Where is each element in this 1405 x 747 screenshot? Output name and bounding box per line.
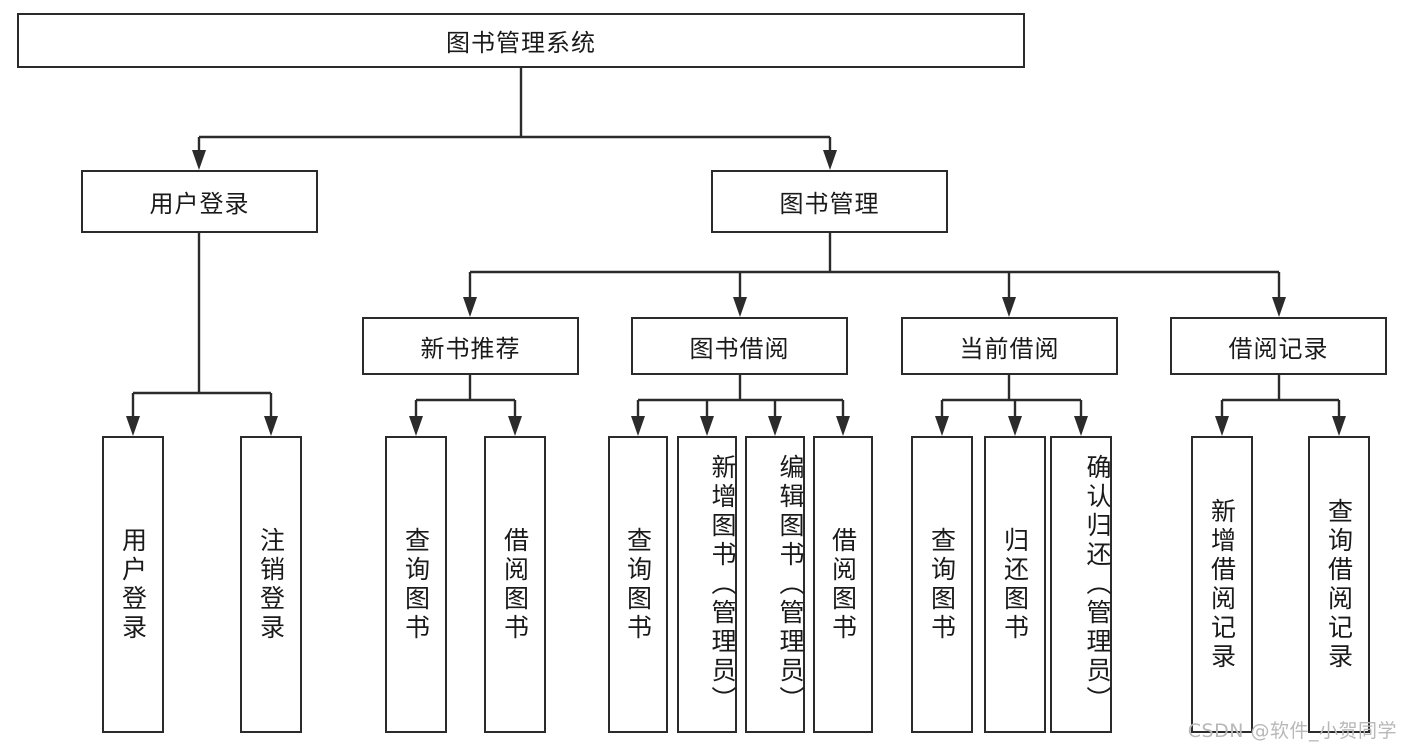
node-new-book-recommend-label: 新书推荐 (420, 334, 521, 363)
node-leaf-borrow-book-label: 借阅图书 (828, 526, 858, 643)
node-leaf-add-borrow-record[interactable]: 新增借阅记录 (1191, 436, 1253, 733)
node-leaf-borrow-book-recommend-label: 借阅图书 (500, 526, 530, 643)
node-leaf-query-borrow-record-label: 查询借阅记录 (1324, 497, 1354, 672)
node-leaf-edit-book[interactable]: 编辑图书（管理员） (745, 436, 805, 733)
node-leaf-return-book-label: 归还图书 (1000, 526, 1030, 643)
node-borrow-record-label: 借阅记录 (1228, 334, 1329, 363)
node-leaf-borrow-book-recommend[interactable]: 借阅图书 (484, 436, 546, 733)
node-root[interactable]: 图书管理系统 (17, 13, 1025, 68)
node-leaf-edit-book-label: 编辑图书（管理员） (776, 454, 805, 715)
node-leaf-query-book-borrow[interactable]: 查询图书 (608, 436, 668, 733)
node-book-borrow[interactable]: 图书借阅 (631, 317, 848, 375)
node-leaf-add-borrow-record-label: 新增借阅记录 (1207, 497, 1237, 672)
node-leaf-query-book-current[interactable]: 查询图书 (911, 436, 973, 733)
node-borrow-record[interactable]: 借阅记录 (1170, 317, 1387, 375)
node-leaf-confirm-return[interactable]: 确认归还（管理员） (1050, 436, 1112, 733)
node-leaf-query-book-current-label: 查询图书 (927, 526, 957, 643)
node-current-borrow-label: 当前借阅 (959, 334, 1060, 363)
node-user-login[interactable]: 用户登录 (81, 170, 318, 233)
node-user-login-label: 用户登录 (149, 190, 250, 218)
node-leaf-query-borrow-record[interactable]: 查询借阅记录 (1308, 436, 1370, 733)
node-root-label: 图书管理系统 (446, 29, 596, 57)
node-leaf-confirm-return-label: 确认归还（管理员） (1083, 454, 1112, 715)
node-leaf-user-logout-label: 注销登录 (256, 526, 286, 643)
node-new-book-recommend[interactable]: 新书推荐 (362, 317, 579, 375)
node-leaf-user-login-label: 用户登录 (118, 526, 148, 643)
node-current-borrow[interactable]: 当前借阅 (901, 317, 1118, 375)
node-leaf-query-book-borrow-label: 查询图书 (623, 526, 653, 643)
node-leaf-add-book[interactable]: 新增图书（管理员） (677, 436, 737, 733)
node-book-manage-label: 图书管理 (779, 190, 880, 218)
node-leaf-return-book[interactable]: 归还图书 (984, 436, 1046, 733)
node-book-manage[interactable]: 图书管理 (711, 170, 948, 233)
node-leaf-user-logout[interactable]: 注销登录 (240, 436, 302, 733)
node-book-borrow-label: 图书借阅 (689, 334, 790, 363)
node-leaf-user-login[interactable]: 用户登录 (102, 436, 164, 733)
node-leaf-query-book-recommend[interactable]: 查询图书 (385, 436, 447, 733)
node-leaf-borrow-book[interactable]: 借阅图书 (813, 436, 873, 733)
node-leaf-add-book-label: 新增图书（管理员） (708, 454, 737, 715)
node-leaf-query-book-recommend-label: 查询图书 (401, 526, 431, 643)
watermark: CSDN @软件_小贺同学 (1187, 720, 1397, 742)
